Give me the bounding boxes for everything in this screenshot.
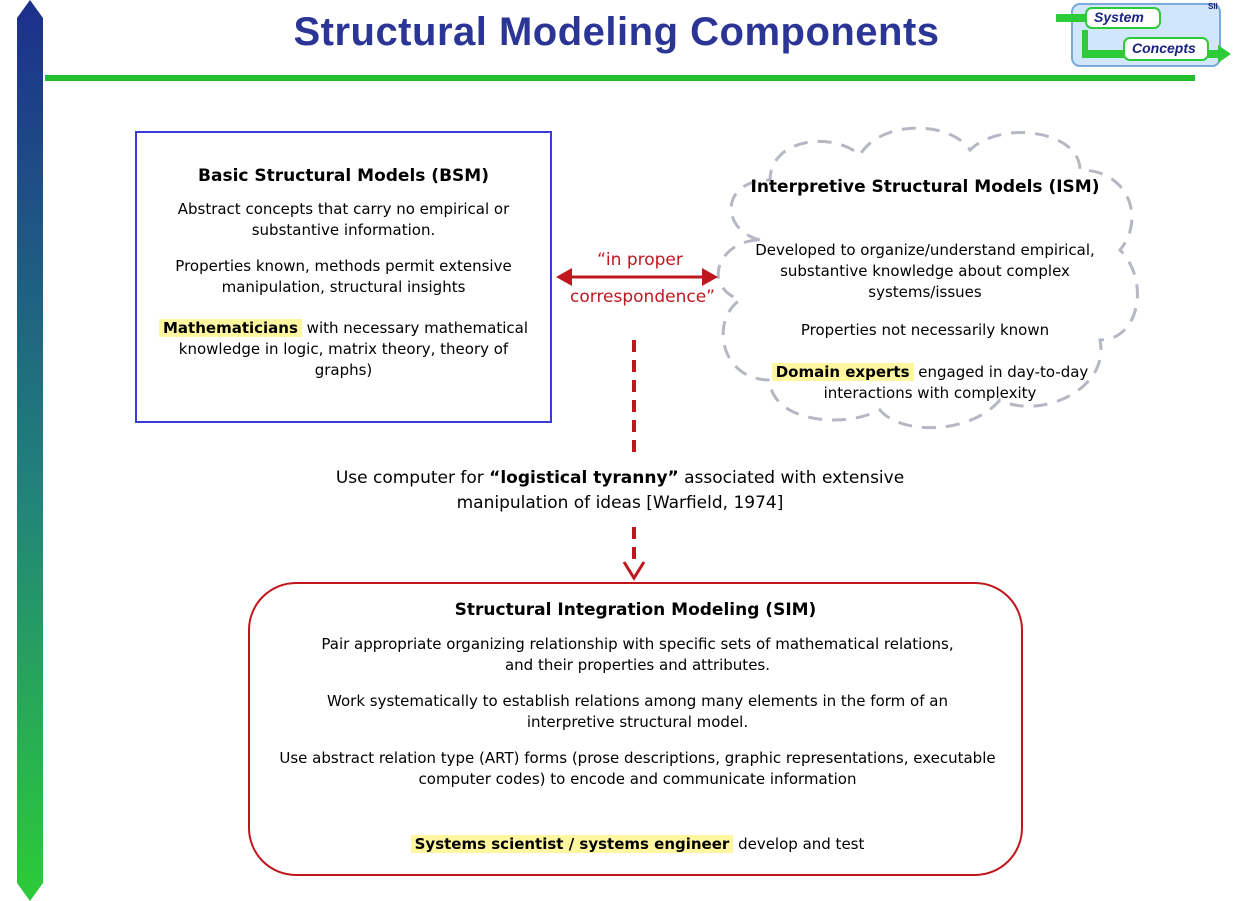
bsm-properties: Properties known, methods permit extensi… xyxy=(175,257,512,296)
correspondence-label-2: correspondence” xyxy=(570,287,715,307)
ism-description: Developed to organize/understand empiric… xyxy=(755,241,1095,301)
sim-art-text: Use abstract relation type (ART) forms (… xyxy=(279,749,996,788)
logo-graphic xyxy=(1056,3,1231,67)
correspondence-arrow xyxy=(556,268,718,286)
sim-engineer-text: Systems scientist / systems engineer dev… xyxy=(270,834,1005,855)
logistical-tyranny-text: Use computer for “logistical tyranny” as… xyxy=(320,466,920,516)
ism-properties: Properties not necessarily known xyxy=(800,321,1050,339)
logistics-emphasis: “logistical tyranny” xyxy=(489,468,679,488)
system-concepts-logo: System Concepts SII xyxy=(1028,0,1233,72)
correspondence-label-1: “in proper xyxy=(597,250,683,270)
ism-domain-experts-text: engaged in day-to-day interactions with … xyxy=(823,363,1089,402)
systems-engineer-highlight: Systems scientist / systems engineer xyxy=(410,835,734,853)
sim-title: Structural Integration Modeling (SIM) xyxy=(454,600,817,620)
bsm-mathematicians: Mathematicians with necessary mathematic… xyxy=(137,318,550,381)
left-gradient-bar xyxy=(17,0,43,901)
sim-box: Structural Integration Modeling (SIM) Pa… xyxy=(248,582,1023,876)
mathematicians-highlight: Mathematicians xyxy=(159,319,302,337)
logo-text-concepts: Concepts xyxy=(1132,40,1196,56)
slide-title: Structural Modeling Components xyxy=(293,10,940,54)
bsm-mathematicians-text: with necessary mathematical knowledge in… xyxy=(178,319,528,379)
sim-engineer-rest: develop and test xyxy=(733,835,865,853)
sim-work-text: Work systematically to establish relatio… xyxy=(327,692,948,731)
domain-experts-highlight: Domain experts xyxy=(771,363,914,381)
logo-mark: SII xyxy=(1208,2,1218,11)
bsm-title: Basic Structural Models (BSM) xyxy=(198,166,489,186)
sim-pair-text: Pair appropriate organizing relationship… xyxy=(321,635,954,674)
logo-text-system: System xyxy=(1094,9,1144,25)
title-underline xyxy=(45,75,1195,81)
ism-domain-experts: Domain experts engaged in day-to-day int… xyxy=(730,362,1130,404)
ism-title: Interpretive Structural Models (ISM) xyxy=(750,177,1100,197)
logistics-prefix: Use computer for xyxy=(335,468,490,488)
ism-cloud xyxy=(716,126,1139,430)
bsm-box: Basic Structural Models (BSM) Abstract c… xyxy=(135,131,552,423)
bsm-description: Abstract concepts that carry no empirica… xyxy=(177,200,510,239)
logistics-suffix: associated with extensive manipulation o… xyxy=(456,468,905,513)
dashed-down-arrow xyxy=(622,340,646,581)
